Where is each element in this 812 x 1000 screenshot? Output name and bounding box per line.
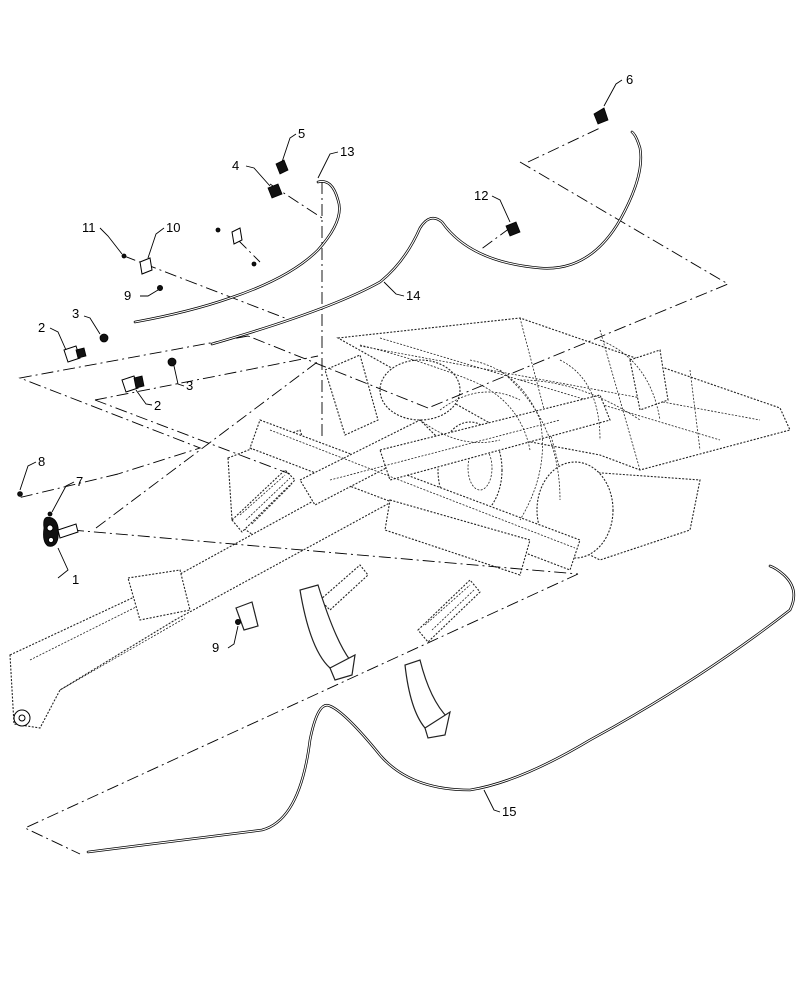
callout-9: 9 (212, 640, 219, 655)
callout-11: 11 (82, 220, 96, 235)
callout-5: 5 (298, 126, 305, 141)
callout-13: 13 (340, 144, 354, 159)
callout-labels: 1 2 2 3 3 4 5 6 7 8 9 9 10 11 12 13 14 1… (38, 72, 633, 819)
callout-7: 7 (76, 474, 83, 489)
parts (17, 107, 609, 626)
hose-15 (86, 564, 796, 854)
callout-12: 12 (474, 188, 488, 203)
assembly-centerlines (17, 127, 730, 855)
hose-13 (133, 180, 341, 324)
tip-part (593, 107, 609, 125)
adapter-part (267, 183, 283, 199)
bracket-part (231, 227, 243, 245)
nut-part (156, 284, 163, 291)
hose-14 (210, 130, 643, 346)
implement-frame (9, 317, 791, 739)
callout-1: 1 (72, 572, 79, 587)
dust-cap-part (167, 357, 177, 367)
screw-part (121, 253, 127, 259)
callout-9: 9 (124, 288, 131, 303)
callout-2: 2 (154, 398, 161, 413)
nut-part (234, 619, 241, 626)
callout-14: 14 (406, 288, 420, 303)
callout-6: 6 (626, 72, 633, 87)
callout-4: 4 (232, 158, 239, 173)
callout-3: 3 (186, 378, 193, 393)
screw-part (215, 227, 221, 233)
callout-3: 3 (72, 306, 79, 321)
nut-part (251, 261, 257, 267)
elbow-part (275, 159, 289, 175)
bracket-part (139, 257, 153, 275)
callout-2: 2 (38, 320, 45, 335)
washer-part (47, 511, 53, 517)
clip-part (505, 221, 521, 237)
coupler-part (63, 345, 87, 363)
hose-holder-part (43, 516, 79, 547)
bolt-part (17, 491, 23, 497)
callout-leaders (19, 79, 623, 813)
dust-cap-part (99, 333, 109, 343)
callout-8: 8 (38, 454, 45, 469)
coupler-part (121, 375, 145, 393)
callout-15: 15 (502, 804, 516, 819)
callout-10: 10 (166, 220, 180, 235)
